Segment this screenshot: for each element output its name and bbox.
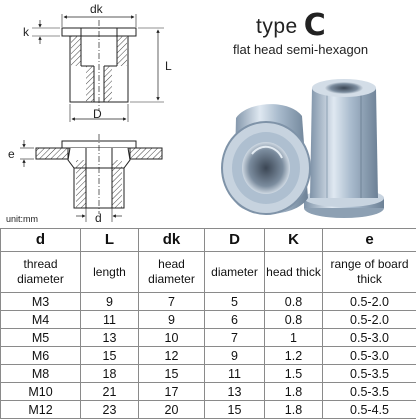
cell-size: M6 (1, 347, 81, 365)
col-desc: length (81, 252, 139, 293)
label-L: L (165, 59, 172, 73)
col-desc: head thick (265, 252, 323, 293)
label-k: k (23, 25, 30, 39)
cell-head-diameter: 7 (139, 293, 205, 311)
cell-head-diameter: 9 (139, 311, 205, 329)
col-symbol: D (205, 229, 265, 252)
product-type-title: type C (256, 8, 326, 43)
cell-diameter: 7 (205, 329, 265, 347)
col-desc: diameter (205, 252, 265, 293)
cell-board-range: 0.5-2.0 (323, 311, 416, 329)
cell-head-diameter: 15 (139, 365, 205, 383)
cell-board-range: 0.5-3.0 (323, 347, 416, 365)
cell-head-thick: 0.8 (265, 311, 323, 329)
cell-board-range: 0.5-3.0 (323, 329, 416, 347)
cell-head-thick: 1.2 (265, 347, 323, 365)
nut-tilted (222, 104, 310, 214)
cell-head-thick: 1 (265, 329, 323, 347)
product-subtitle: flat head semi-hexagon (233, 42, 368, 57)
header-symbol-row: d L dk D K e (1, 229, 416, 252)
col-desc: head diameter (139, 252, 205, 293)
cell-size: M4 (1, 311, 81, 329)
cell-diameter: 9 (205, 347, 265, 365)
side-view-drawing (32, 14, 164, 122)
cell-head-diameter: 17 (139, 383, 205, 401)
cell-length: 18 (81, 365, 139, 383)
col-symbol: L (81, 229, 139, 252)
cell-board-range: 0.5-3.5 (323, 365, 416, 383)
technical-drawings: dk k L D (0, 0, 200, 228)
table-row: M8 18 15 11 1.5 0.5-3.5 (1, 365, 416, 383)
label-dk: dk (90, 2, 104, 16)
label-D: D (93, 107, 102, 121)
cell-diameter: 11 (205, 365, 265, 383)
col-symbol: d (1, 229, 81, 252)
table-row: M6 15 12 9 1.2 0.5-3.0 (1, 347, 416, 365)
cell-size: M5 (1, 329, 81, 347)
cell-length: 11 (81, 311, 139, 329)
table-row: M5 13 10 7 1 0.5-3.0 (1, 329, 416, 347)
cell-length: 13 (81, 329, 139, 347)
col-desc: thread diameter (1, 252, 81, 293)
cell-size: M10 (1, 383, 81, 401)
header-desc-row: thread diameter length head diameter dia… (1, 252, 416, 293)
col-symbol: K (265, 229, 323, 252)
cell-size: M3 (1, 293, 81, 311)
label-e: e (8, 147, 15, 161)
cell-board-range: 0.5-3.5 (323, 383, 416, 401)
cell-size: M8 (1, 365, 81, 383)
rivet-nut-photo (196, 58, 416, 230)
type-letter: C (304, 8, 326, 43)
table-row: M3 9 7 5 0.8 0.5-2.0 (1, 293, 416, 311)
cell-diameter: 5 (205, 293, 265, 311)
cell-length: 21 (81, 383, 139, 401)
cell-head-diameter: 12 (139, 347, 205, 365)
cell-length: 9 (81, 293, 139, 311)
col-desc: range of board thick (323, 252, 416, 293)
table-row: M10 21 17 13 1.8 0.5-3.5 (1, 383, 416, 401)
unit-label: unit:mm (6, 214, 38, 224)
cell-diameter: 13 (205, 383, 265, 401)
installed-view-drawing (20, 134, 162, 222)
cell-head-thick: 0.8 (265, 293, 323, 311)
cell-diameter: 6 (205, 311, 265, 329)
cell-head-diameter: 10 (139, 329, 205, 347)
table-row: M4 11 9 6 0.8 0.5-2.0 (1, 311, 416, 329)
cell-length: 15 (81, 347, 139, 365)
cell-head-thick: 1.8 (265, 383, 323, 401)
label-d: d (95, 211, 102, 225)
col-symbol: e (323, 229, 416, 252)
type-word: type (256, 15, 298, 38)
cell-head-thick: 1.5 (265, 365, 323, 383)
spec-table: d L dk D K e thread diameter length head… (0, 228, 416, 419)
nut-standing (304, 79, 384, 218)
cell-board-range: 0.5-2.0 (323, 293, 416, 311)
col-symbol: dk (139, 229, 205, 252)
